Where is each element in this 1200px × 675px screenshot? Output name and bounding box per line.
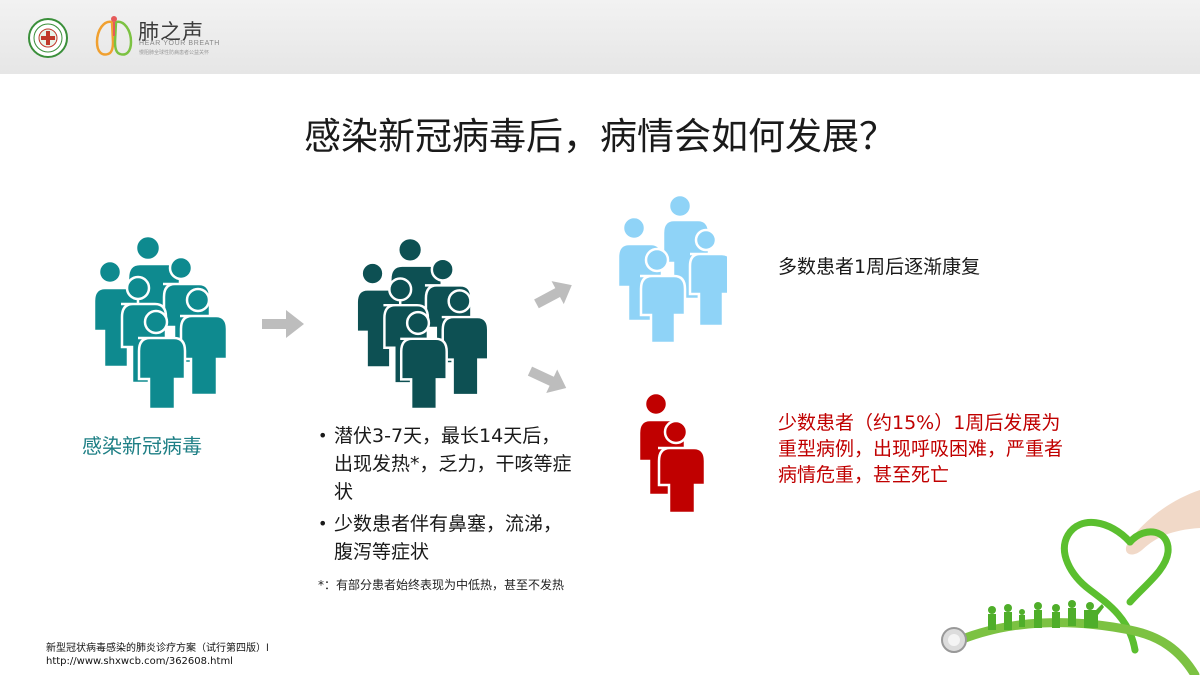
people-group-icon [92,234,228,410]
header-band [0,0,1200,74]
source-url: http://www.shxwcb.com/362608.html [46,656,233,667]
arrow-right-icon [262,310,304,338]
infected-label: 感染新冠病毒 [82,434,202,458]
brand-subtitle: 慢阻肺全球性防病患者公益关怀 [139,50,210,56]
list-item: • 潜伏3-7天，最长14天后，出现发热*，乏力，干咳等症状 [318,422,578,506]
arrow-right-icon [534,281,572,309]
bullet-text: 潜伏3-7天，最长14天后，出现发热*，乏力，干咳等症状 [334,425,572,503]
footnote: *：有部分患者始终表现为中低热，甚至不发热 [318,578,565,592]
people-group-icon [355,236,490,410]
source-title: 新型冠状病毒感染的肺炎诊疗方案（试行第四版）l [46,643,269,654]
hospital-seal-icon [28,18,68,58]
brand-tagline: HEAR YOUR BREATH [139,40,220,47]
severe-outcome-text: 少数患者（约15%）1周后发展为重型病例，出现呼吸困难，严重者病情危重，甚至死亡 [778,412,1064,486]
stethoscope-heart-decoration [941,490,1200,675]
recover-outcome-text: 多数患者1周后逐渐康复 [778,256,981,278]
bullet-text: 少数患者伴有鼻塞，流涕，腹泻等症状 [334,513,563,563]
brand-name: 肺之声 [138,20,204,44]
bullet-dot: • [318,426,328,445]
lung-logo-icon [95,16,133,56]
bullet-dot: • [318,514,328,533]
people-group-icon [616,193,727,344]
page-title: 感染新冠病毒后，病情会如何发展？ [304,115,896,158]
source-citation: 新型冠状病毒感染的肺炎诊疗方案（试行第四版）l http://www.shxwc… [46,642,269,668]
incubation-bullets: • 潜伏3-7天，最长14天后，出现发热*，乏力，干咳等症状 • 少数患者伴有鼻… [318,422,578,570]
list-item: • 少数患者伴有鼻塞，流涕，腹泻等症状 [318,510,578,566]
people-group-icon [637,392,704,514]
arrow-right-icon [527,366,567,394]
